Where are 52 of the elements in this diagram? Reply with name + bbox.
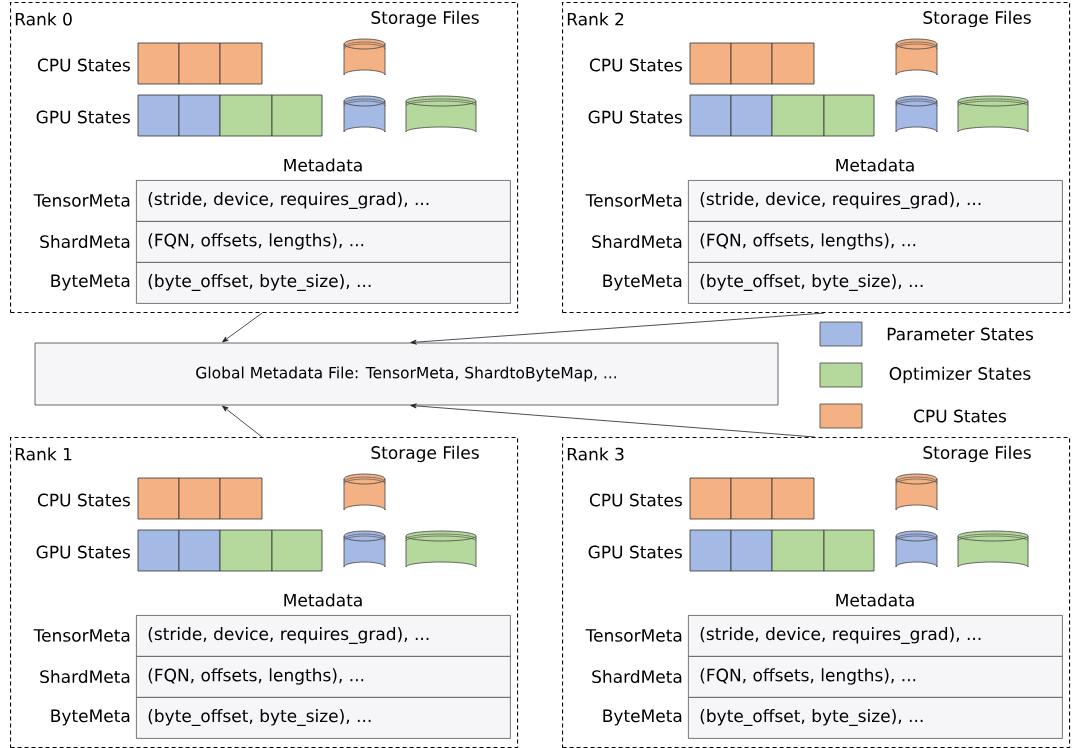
state-label: CPU States xyxy=(589,493,682,507)
state-label: GPU States xyxy=(588,545,682,559)
table-row: (FQN, offsets, lengths), ... xyxy=(688,656,1063,698)
state-label: CPU States xyxy=(37,493,130,507)
row-label: ByteMeta xyxy=(51,709,130,726)
section-heading: Storage Files xyxy=(371,10,479,28)
row-label: TensorMeta xyxy=(585,629,682,642)
arrow xyxy=(410,403,816,438)
file-box: Global Metadata File: TensorMeta, ShardtoByteMap, ... xyxy=(34,342,779,406)
table-row: (byte_offset, byte_size), ... xyxy=(136,262,511,304)
table-row: (FQN, offsets, lengths), ... xyxy=(688,221,1063,263)
row-label: TensorMeta xyxy=(33,194,130,207)
section-heading: Metadata xyxy=(836,158,914,172)
rank-label: Rank 2 xyxy=(567,12,624,26)
rank-label: Rank 1 xyxy=(15,447,72,461)
legend-label: Optimizer States xyxy=(889,366,1031,384)
state-label: CPU States xyxy=(589,58,682,72)
row-label: TensorMeta xyxy=(585,194,682,207)
rank-label: Rank 0 xyxy=(15,12,72,26)
table-row: (stride, device, requires_grad), ... xyxy=(136,615,511,657)
arrow xyxy=(222,405,263,438)
legend-label: Parameter States xyxy=(887,327,1033,341)
section-heading: Storage Files xyxy=(923,10,1031,28)
state-label: GPU States xyxy=(36,545,130,559)
row-label: ShardMeta xyxy=(592,669,682,684)
row-label: TensorMeta xyxy=(33,629,130,642)
row-label: ShardMeta xyxy=(40,234,130,249)
table-row: (stride, device, requires_grad), ... xyxy=(688,180,1063,222)
section-heading: Metadata xyxy=(836,593,914,607)
arrow xyxy=(410,312,825,345)
row-label: ShardMeta xyxy=(592,234,682,249)
table-row: (byte_offset, byte_size), ... xyxy=(688,262,1063,304)
table-row: (FQN, offsets, lengths), ... xyxy=(136,656,511,698)
section-heading: Metadata xyxy=(284,158,362,172)
state-label: CPU States xyxy=(37,58,130,72)
table-row: (stride, device, requires_grad), ... xyxy=(688,615,1063,657)
section-heading: Storage Files xyxy=(923,445,1031,463)
section-heading: Storage Files xyxy=(371,445,479,463)
state-label: GPU States xyxy=(588,110,682,124)
table-row: (byte_offset, byte_size), ... xyxy=(136,697,511,739)
table-row: (byte_offset, byte_size), ... xyxy=(688,697,1063,739)
row-label: ByteMeta xyxy=(51,274,130,291)
row-label: ByteMeta xyxy=(603,709,682,726)
section-heading: Metadata xyxy=(284,593,362,607)
state-label: GPU States xyxy=(36,110,130,124)
rank-label: Rank 3 xyxy=(567,447,624,461)
legend-label: CPU States xyxy=(914,409,1007,423)
row-label: ShardMeta xyxy=(40,669,130,684)
row-label: ByteMeta xyxy=(603,274,682,291)
table-row: (stride, device, requires_grad), ... xyxy=(136,180,511,222)
arrow xyxy=(222,312,263,343)
table-row: (FQN, offsets, lengths), ... xyxy=(136,221,511,263)
